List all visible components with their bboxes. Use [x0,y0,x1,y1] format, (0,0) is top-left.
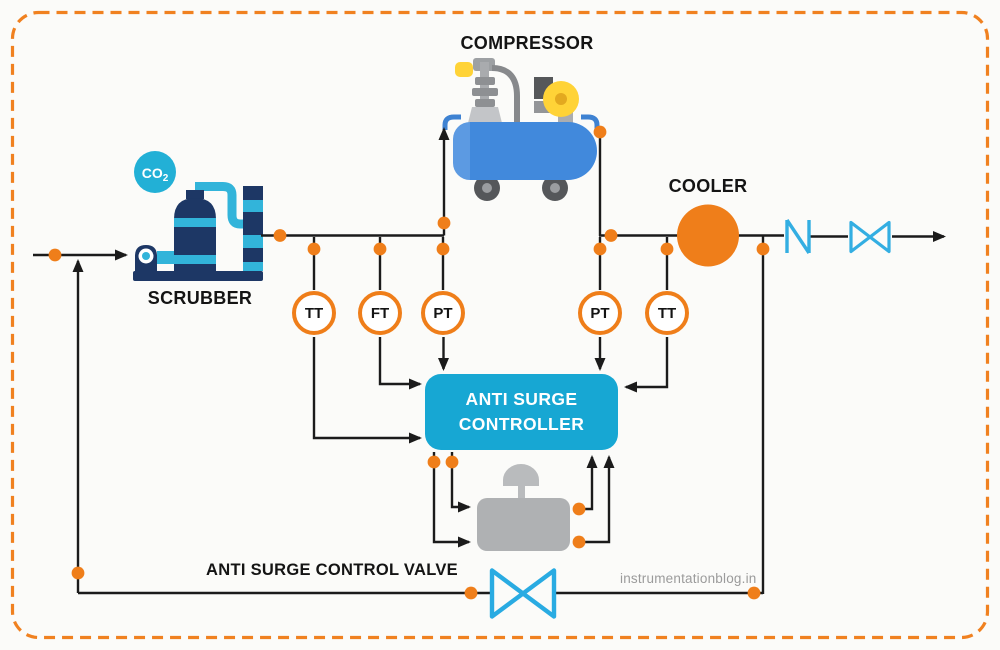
scrubber-illustration: CO2 [120,145,275,295]
anti-surge-control-valve-label: ANTI SURGE CONTROL VALVE [206,561,458,579]
compressor-valve-knob-icon [455,62,473,77]
junction-dot [593,242,607,256]
actuator-stem [518,486,525,499]
regulator-disc [475,99,495,107]
junction-dot [307,242,321,256]
pump-eye-center [142,252,150,260]
junction-dot [48,248,62,262]
junction-dot [756,242,770,256]
actuator-dome [503,464,539,486]
vessel-band [174,218,216,227]
instrument-ft-suction: FT [358,291,402,335]
instrument-tt-suction: TT [292,291,336,335]
compressor-illustration [435,52,610,209]
motor-pulley-hub [555,93,567,105]
regulator-disc [475,77,495,85]
wheel-hub [482,183,492,193]
junction-dot [373,242,387,256]
vessel-neck [186,190,204,199]
scrubber-tower [243,186,263,271]
control-valve-actuator-illustration [470,455,580,560]
regulator-disc [472,88,498,96]
compressor-label: COMPRESSOR [460,33,594,53]
junction-dot [427,455,441,469]
junction-dot [464,586,478,600]
valve-feedback-1 [579,455,598,511]
controller-label-line2: CONTROLLER [458,414,585,434]
vessel-band [174,255,216,264]
tower-band [243,200,263,212]
controller-output-1 [450,452,471,513]
cooler-icon [677,204,739,267]
controller-output-2 [432,452,471,548]
wheel-hub [550,183,560,193]
junction-dot [660,242,674,256]
tower-band [243,262,263,271]
instrument-label: PT [590,304,610,322]
check-valve-icon [785,219,811,254]
junction-dot [71,566,85,580]
tt-discharge-signal [624,337,669,393]
ft-suction-signal [378,337,422,390]
pump-connector [157,251,174,264]
anti-surge-controller-block: ANTI SURGE CONTROLLER [425,374,618,450]
junction-dot [604,229,618,242]
scrubber-base [133,271,263,281]
junction-dot [273,229,287,242]
instrument-label: TT [304,304,324,322]
actuator-body [477,498,570,551]
instrument-pt-suction: PT [421,291,465,335]
instrument-label: FT [370,304,390,322]
junction-dot [747,586,761,600]
tt-suction-signal [312,337,422,444]
junction-dot [445,455,459,469]
watermark-text: instrumentationblog.in [620,571,757,586]
tower-band [243,235,263,248]
junction-dot [436,242,450,256]
isolation-valve-icon [849,220,891,254]
cooler-label: COOLER [668,176,748,196]
instrument-label: TT [657,304,677,322]
instrument-pt-discharge: PT [578,291,622,335]
valve-feedback-2 [579,455,615,544]
instrument-label: PT [433,304,453,322]
controller-label-line1: ANTI SURGE [465,388,578,409]
junction-dot [437,216,451,230]
anti-surge-control-valve-icon [489,568,557,619]
instrument-tt-discharge: TT [645,291,689,335]
scrubber-label: SCRUBBER [147,288,253,308]
tank-body [470,122,495,180]
